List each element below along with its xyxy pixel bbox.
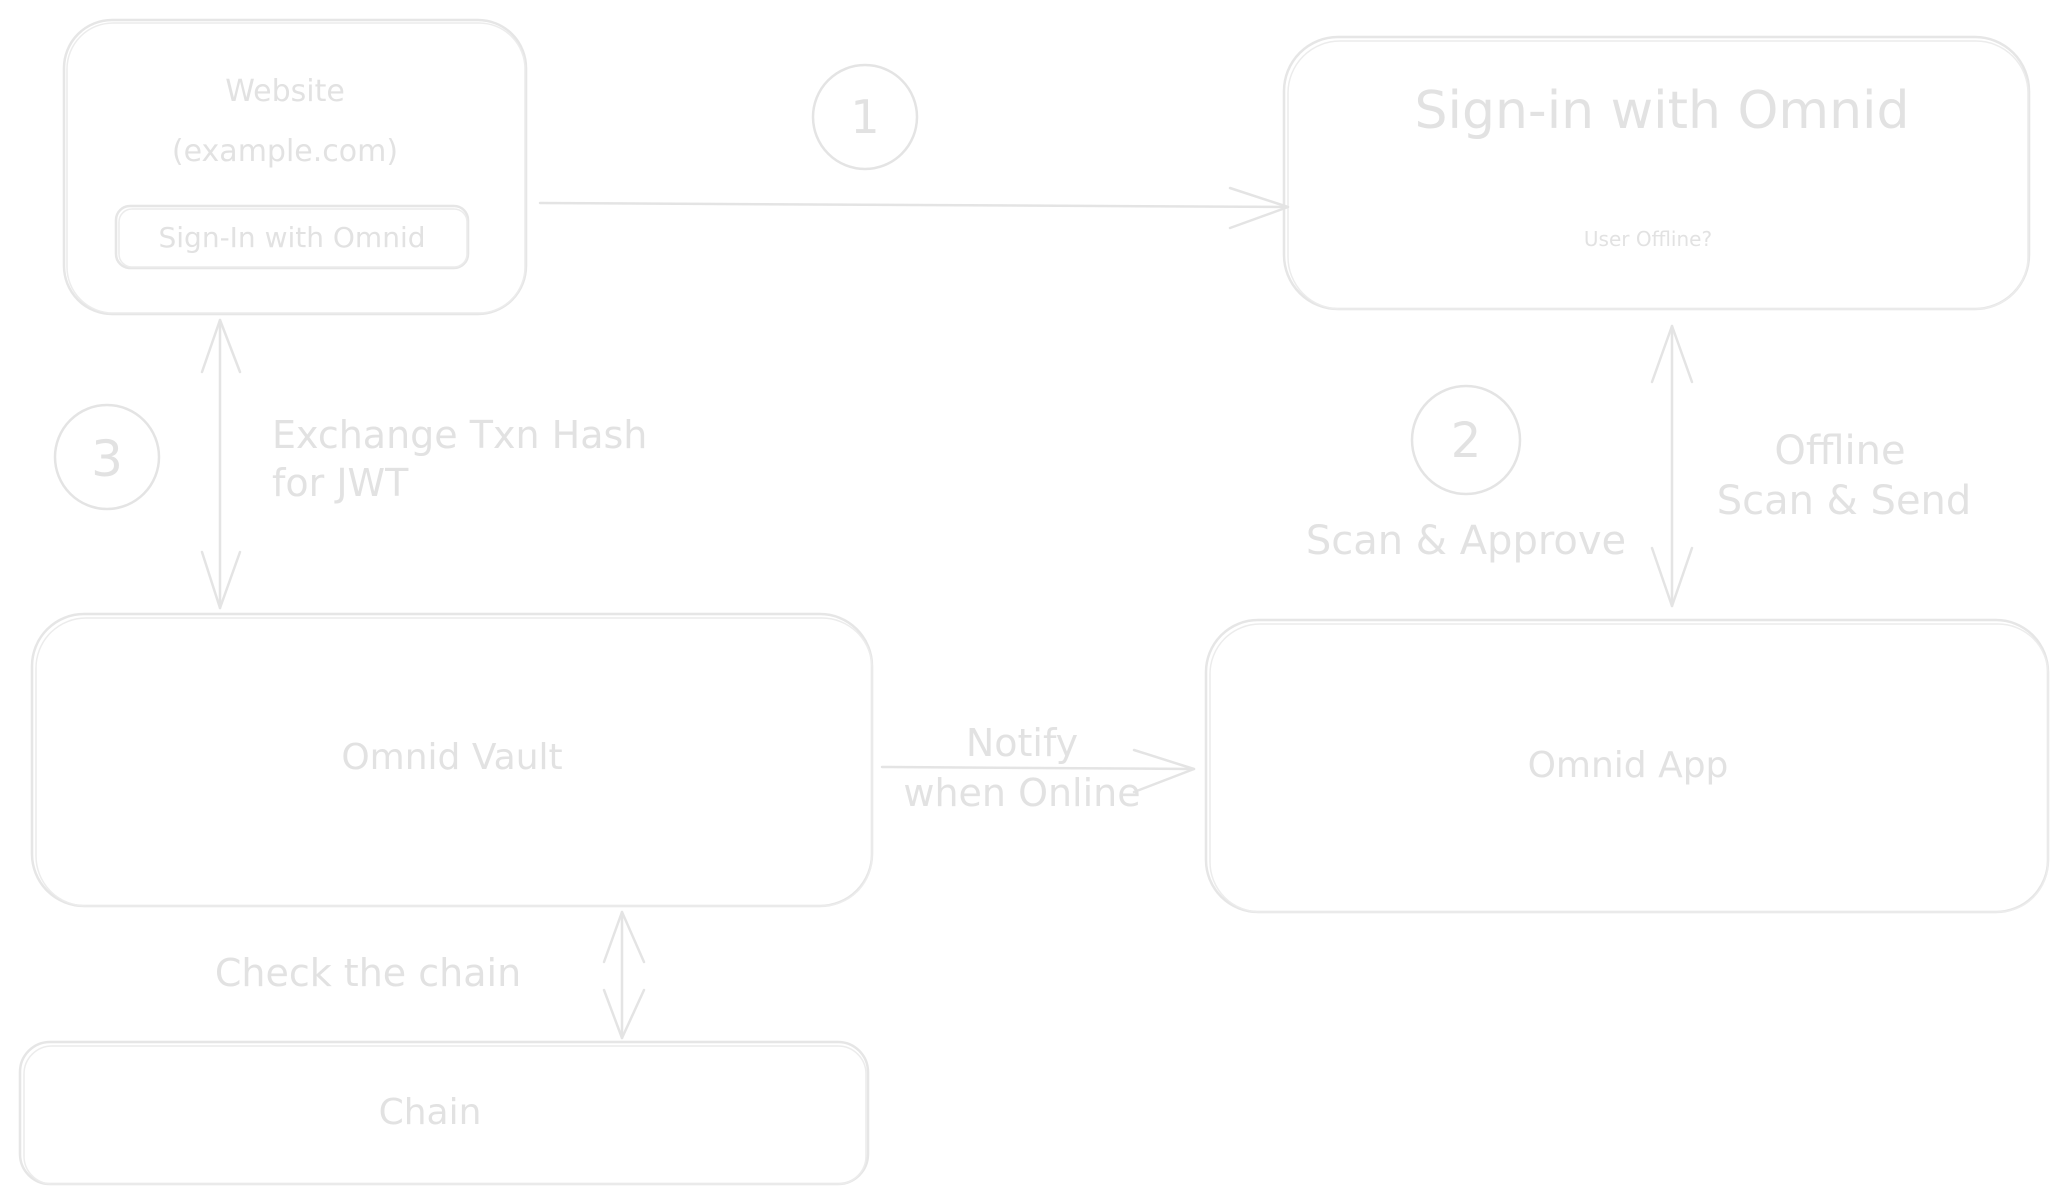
signin-status: User Offline? [1584,227,1712,251]
step-three-label: 3 [91,430,123,488]
signin-node: Sign-in with Omnid User Offline? [1282,35,2031,311]
website-title: Website [225,74,345,109]
vault-node: Omnid Vault [30,612,874,908]
signin-title: Sign-in with Omnid [1415,81,1910,141]
app-node: Omnid App [1204,618,2050,914]
chain-node: Chain [18,1040,870,1186]
offline-label-line1: Offline [1774,428,1905,474]
app-label: Omnid App [1528,745,1729,786]
step-two-label: 2 [1451,413,1482,469]
step-one-label: 1 [850,90,879,144]
arrow-vault-to-app [880,748,1196,794]
notify-label-line1: Notify [966,721,1078,765]
step-three-badge: 3 [53,403,161,511]
website-node: Website (example.com) Sign-In with Omnid [62,18,528,316]
scan-approve-label: Scan & Approve [1306,518,1626,564]
notify-label-line2: when Online [903,771,1140,815]
offline-label-line2: Scan & Send [1717,478,1972,524]
chain-label: Chain [379,1092,482,1133]
arrow-website-vault [200,318,242,610]
step-two-badge: 2 [1410,384,1522,496]
arrow-vault-chain [602,910,646,1040]
vault-label: Omnid Vault [341,737,562,778]
website-domain: (example.com) [172,134,398,169]
arrow-website-to-signin [538,186,1290,230]
exchange-label-line2: for JWT [272,461,409,505]
check-chain-label: Check the chain [215,951,521,995]
arrow-signin-app [1650,324,1694,608]
exchange-label-line1: Exchange Txn Hash [272,413,647,457]
signin-with-omnid-button[interactable]: Sign-In with Omnid [114,204,470,270]
step-one-badge: 1 [811,63,919,171]
signin-button-label: Sign-In with Omnid [159,221,426,254]
